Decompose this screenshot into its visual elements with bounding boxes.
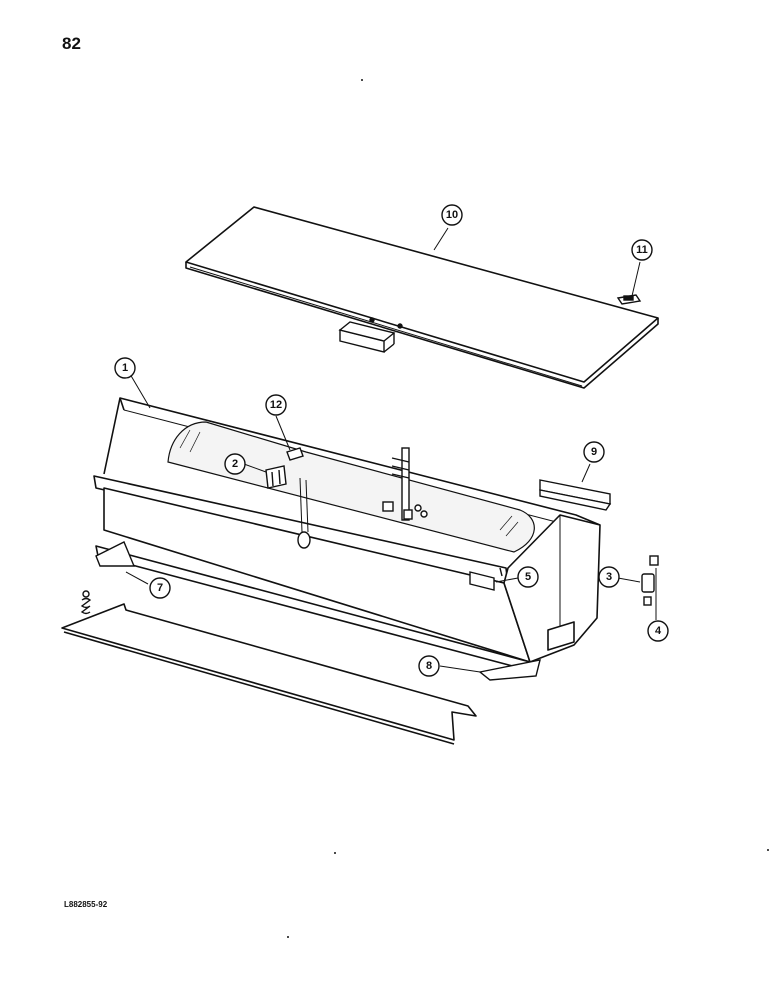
rim-clip: [286, 447, 304, 461]
mounting-bracket: [265, 465, 287, 489]
callout-2: 2: [224, 453, 246, 475]
callout-12-number: 12: [270, 399, 282, 411]
callout-8: 8: [418, 655, 440, 677]
callout-7-number: 7: [157, 582, 163, 594]
hopper-interior: [167, 421, 535, 553]
callout-1: 1: [114, 357, 136, 379]
hopper-lid: [185, 206, 659, 389]
callout-5-number: 5: [525, 571, 531, 583]
callout-1-number: 1: [122, 362, 128, 374]
wear-pad-assembly: [641, 555, 659, 606]
interior-shading: [179, 429, 519, 537]
callout-10-number: 10: [446, 209, 458, 221]
callout-2-number: 2: [232, 458, 238, 470]
callout-8-number: 8: [426, 660, 432, 672]
bottom-plate: [61, 603, 477, 745]
seed-hopper-box: [93, 397, 601, 673]
lid-handle: [338, 317, 403, 353]
figure-code: L882855-92: [64, 900, 108, 909]
callout-10: 10: [441, 204, 463, 226]
callout-11-number: 11: [636, 244, 648, 256]
page-number: 82: [62, 34, 81, 53]
callout-11: 11: [631, 239, 653, 261]
callout-4-number: 4: [655, 625, 662, 637]
center-bearing: [297, 477, 311, 549]
callout-9-number: 9: [591, 446, 597, 458]
right-flange: [478, 659, 541, 681]
callout-12: 12: [265, 394, 287, 416]
callout-3-number: 3: [606, 571, 612, 583]
scan-specks: [287, 79, 769, 938]
leader-lines: [125, 227, 657, 673]
strip-bracket: [539, 479, 612, 511]
adjusting-rod: [382, 447, 428, 521]
callout-7: 7: [149, 577, 171, 599]
tab-plate: [469, 567, 503, 591]
callout-9: 9: [583, 441, 605, 463]
callout-4: 4: [647, 620, 669, 642]
callout-3: 3: [598, 566, 620, 588]
callout-5: 5: [517, 566, 539, 588]
spring: [80, 590, 92, 615]
latch-clip: [616, 294, 642, 305]
left-flange: [95, 541, 136, 567]
